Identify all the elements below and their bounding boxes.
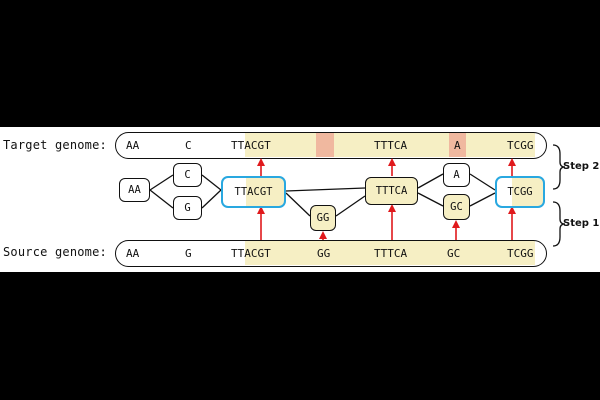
- edge-c-ttacgt: [201, 174, 222, 191]
- target-genome-label: Target genome:: [3, 138, 107, 152]
- source-seq-ttacgt: TTACGT: [231, 247, 271, 260]
- step2-label: Step 2: [563, 161, 600, 172]
- step1-brace: [552, 201, 566, 247]
- source-seq-aa: AA: [126, 247, 140, 260]
- step2-brace: [552, 144, 566, 190]
- source-seq-gg: GG: [317, 247, 331, 260]
- edge-g-ttacgt: [201, 189, 222, 209]
- edge-aa-g: [149, 189, 174, 209]
- edge-tttca-gc: [417, 192, 444, 207]
- step1-label: Step 1: [563, 218, 600, 229]
- source-seq-tttca: TTTCA: [374, 247, 408, 260]
- edge-ttacgt-gg: [285, 192, 311, 217]
- edge-ttacgt-tttca: [285, 187, 366, 192]
- target-seq-tcgg: TCGG: [507, 139, 534, 152]
- edge-gc-tcgg: [469, 192, 496, 207]
- source-seq-g: G: [185, 247, 192, 260]
- edge-a-tcgg: [469, 173, 496, 191]
- target-seq-ttacgt: TTACGT: [231, 139, 271, 152]
- target-seq-c: C: [185, 139, 192, 152]
- source-aligned-region: [245, 241, 535, 265]
- source-seq-tcgg: TCGG: [507, 247, 534, 260]
- source-seq-gc: GC: [447, 247, 461, 260]
- target-mismatch-1: [316, 133, 334, 157]
- node-aa: AA: [119, 178, 150, 202]
- target-aligned-region: [245, 133, 535, 157]
- node-c: C: [173, 163, 202, 187]
- node-tcgg-boundary: TCGG: [495, 176, 545, 208]
- edge-tttca-a: [417, 173, 444, 189]
- target-seq-a: A: [454, 139, 461, 152]
- node-gg: GG: [310, 205, 336, 231]
- edge-gg-tttca: [335, 195, 366, 217]
- target-mismatch-2: [449, 133, 466, 157]
- source-genome-label: Source genome:: [3, 245, 107, 259]
- node-ttacgt-boundary: TTACGT: [221, 176, 286, 208]
- target-seq-tttca: TTTCA: [374, 139, 408, 152]
- edge-aa-c: [149, 174, 174, 191]
- node-a: A: [443, 163, 470, 187]
- node-tttca: TTTCA: [365, 177, 418, 205]
- node-gc: GC: [443, 194, 470, 220]
- target-genome-track: [115, 132, 547, 159]
- node-g: G: [173, 196, 202, 220]
- source-genome-track: [115, 240, 547, 267]
- target-seq-aa: AA: [126, 139, 140, 152]
